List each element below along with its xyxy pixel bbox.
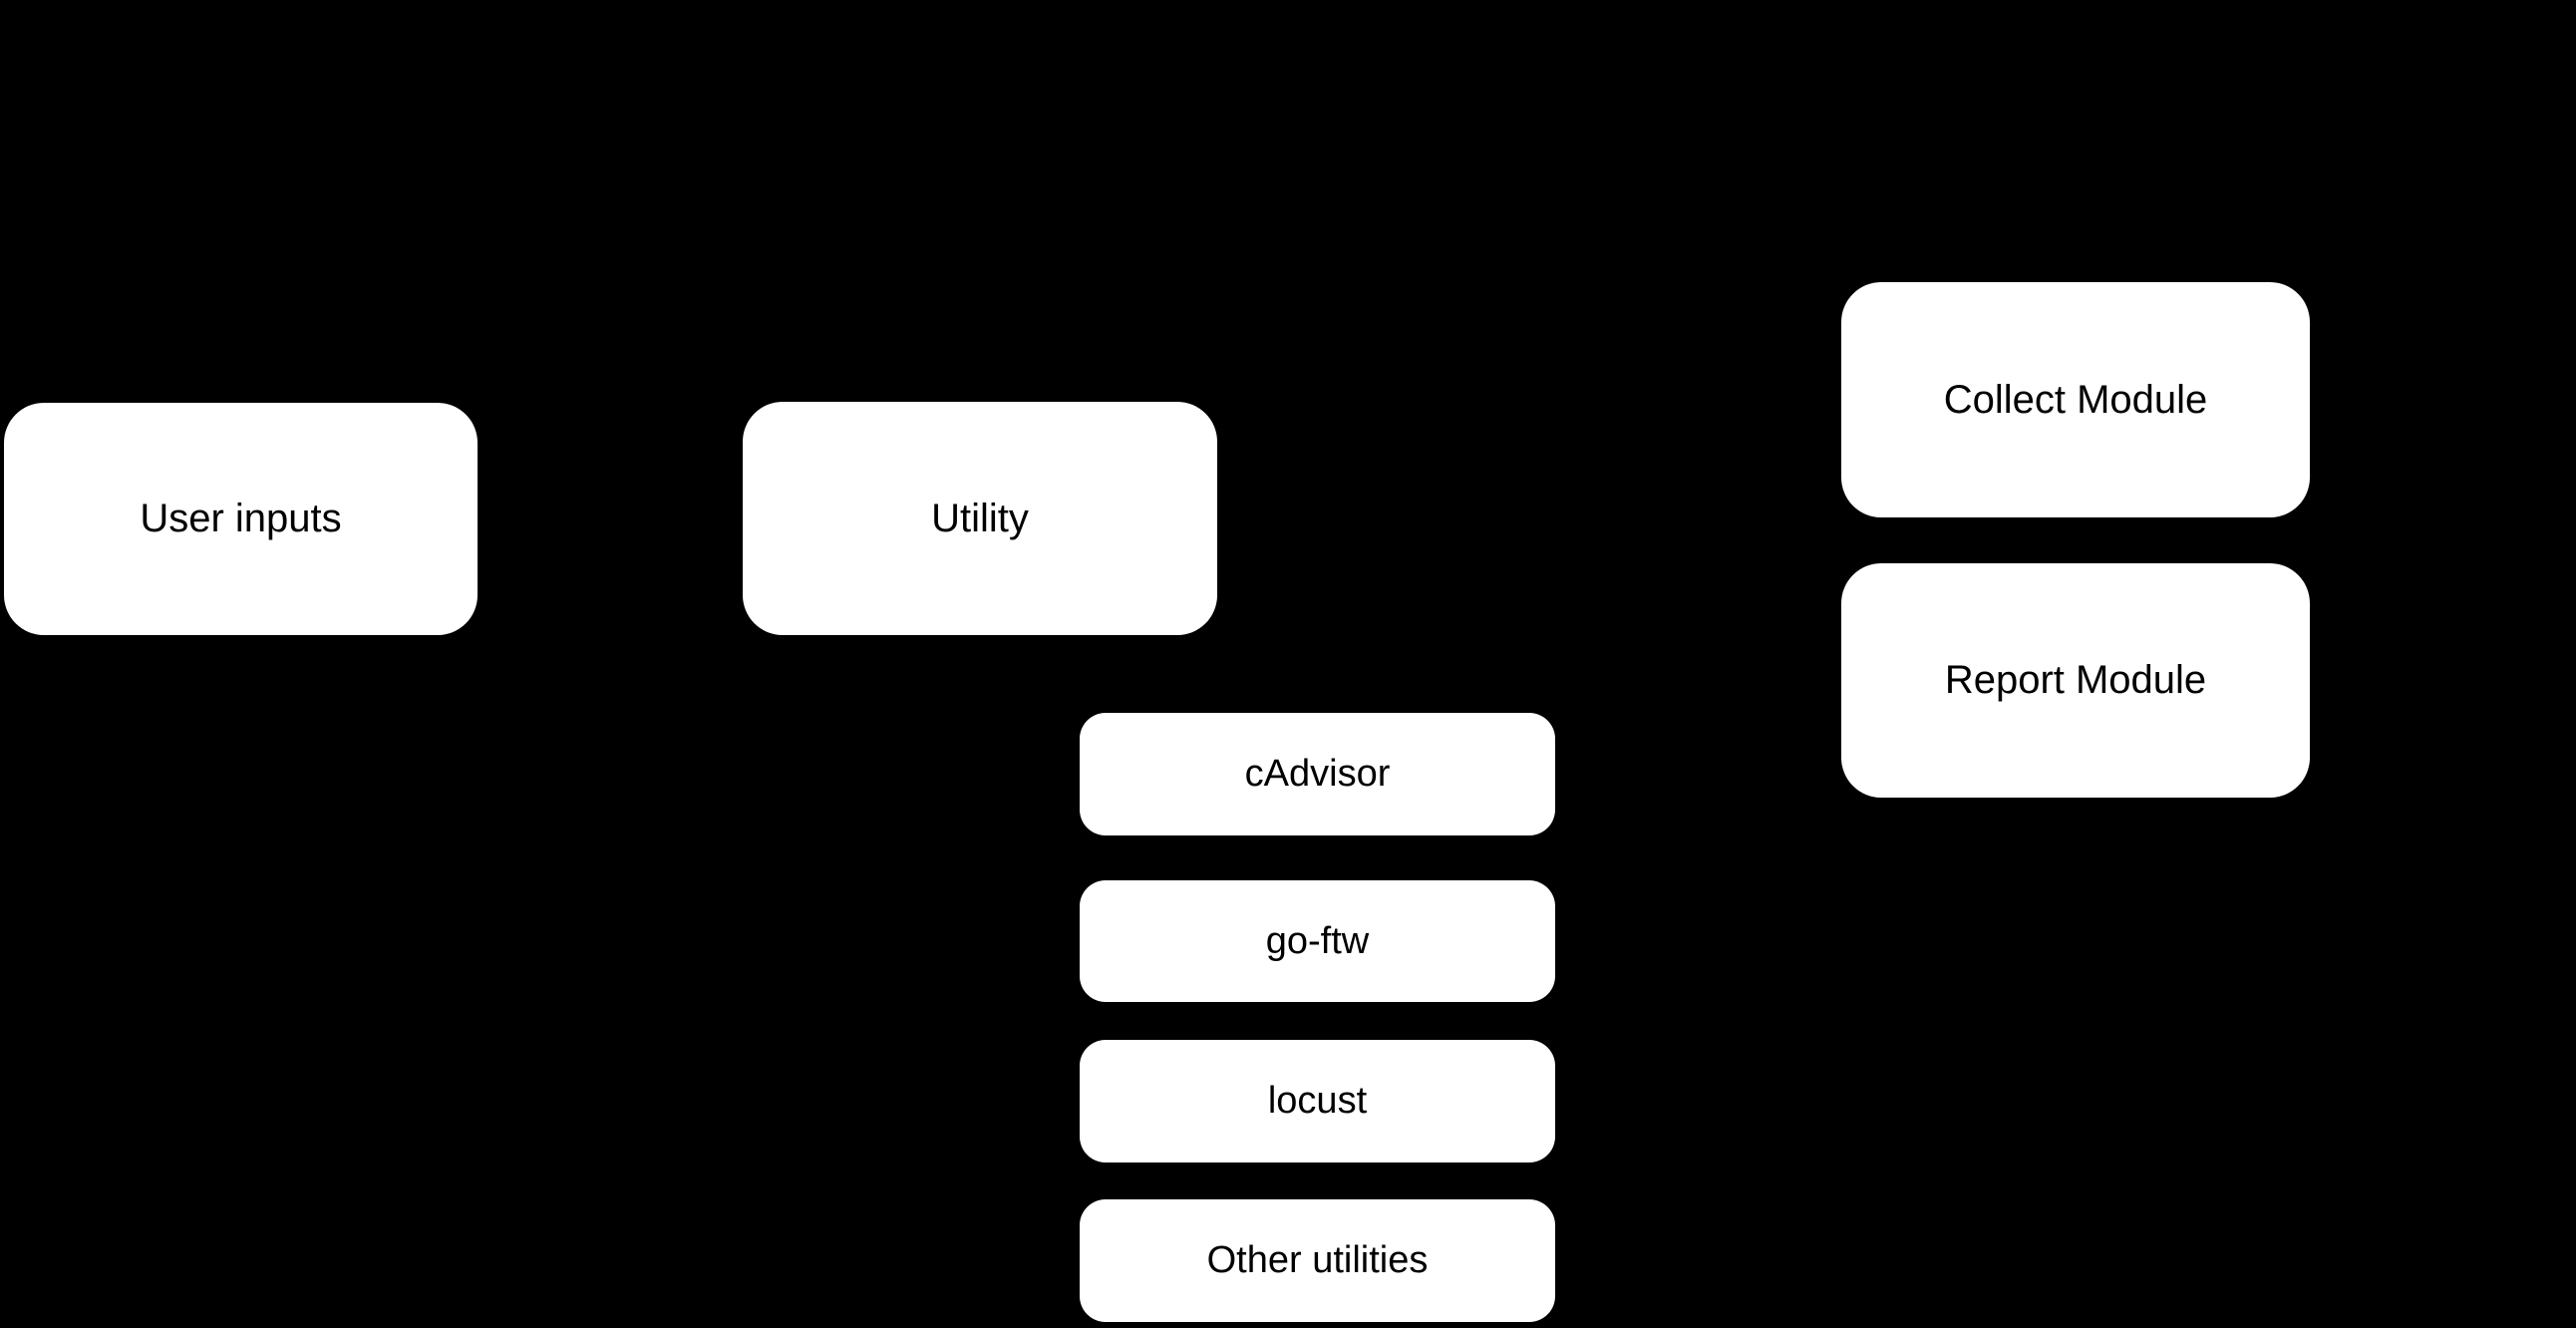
node-user-inputs: User inputs (4, 403, 478, 635)
node-report-module-label: Report Module (1944, 658, 2207, 702)
node-user-inputs-label: User inputs (140, 497, 342, 540)
node-locust-label: locust (1267, 1080, 1368, 1122)
node-go-ftw: go-ftw (1080, 880, 1555, 1002)
node-collect-module: Collect Module (1841, 282, 2310, 517)
node-go-ftw-label: go-ftw (1265, 919, 1370, 962)
node-utility: Utility (743, 402, 1217, 635)
node-other-utilities: Other utilities (1080, 1199, 1555, 1322)
node-utility-label: Utility (931, 496, 1029, 540)
node-report-module: Report Module (1841, 563, 2310, 798)
node-cadvisor: cAdvisor (1080, 713, 1555, 835)
node-locust: locust (1080, 1040, 1555, 1162)
node-cadvisor-label: cAdvisor (1244, 753, 1391, 795)
node-collect-module-label: Collect Module (1943, 377, 2208, 422)
node-other-utilities-label: Other utilities (1206, 1239, 1429, 1281)
